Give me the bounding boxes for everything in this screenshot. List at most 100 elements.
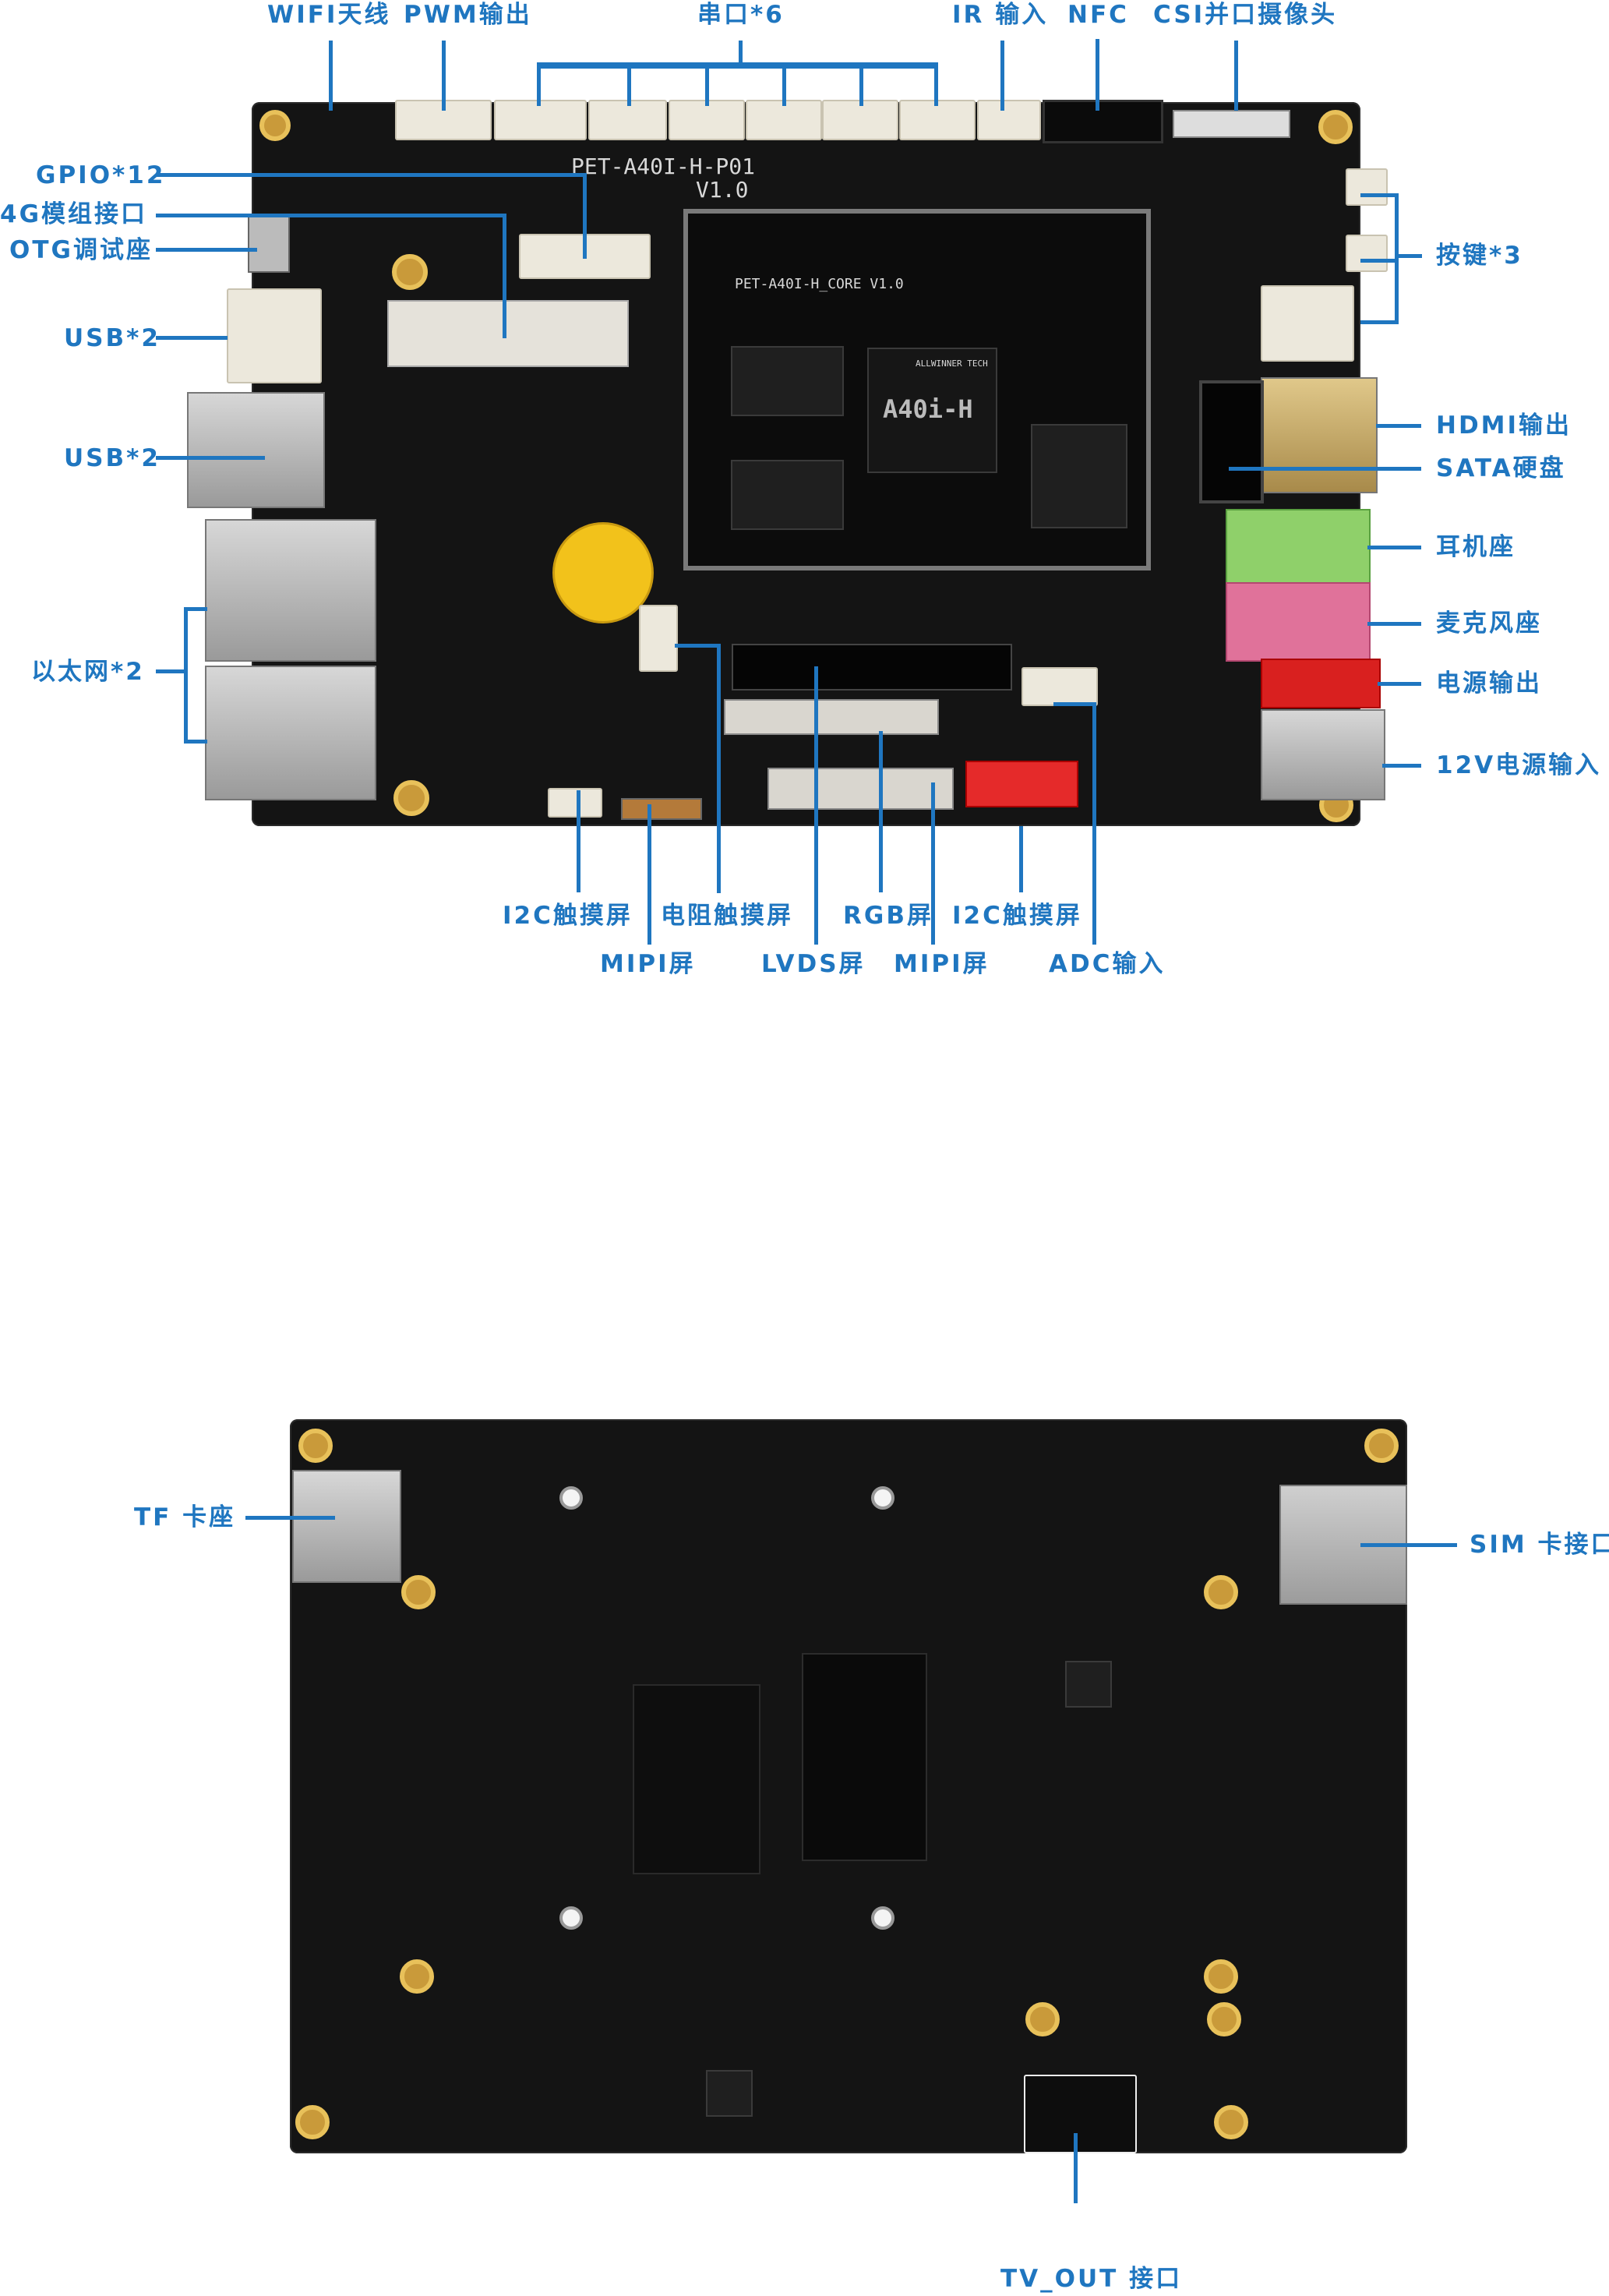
- emmc-chip: [1031, 424, 1127, 528]
- label-gpio: GPIO*12: [36, 161, 166, 189]
- leader-uart-drop: [934, 65, 938, 106]
- core-recess: [802, 1653, 927, 1861]
- usb-a-port: [187, 392, 325, 508]
- leader-mipi-2: [931, 782, 935, 945]
- mipi-fpc-connector: [621, 798, 702, 820]
- leader-sim: [1360, 1543, 1457, 1547]
- leader-tv-out: [1074, 2133, 1078, 2203]
- label-sata: SATA硬盘: [1436, 454, 1566, 482]
- back-pcb-board: [290, 1419, 1407, 2153]
- label-nfc: NFC: [1067, 1, 1129, 29]
- i2c-touch-connector-2: [965, 761, 1078, 807]
- leader-resistive-h: [675, 644, 721, 648]
- leader-lte: [156, 214, 506, 217]
- mount-hole: [259, 110, 291, 141]
- label-usb-1: USB*2: [64, 324, 161, 352]
- ethernet-port-1: [205, 519, 376, 662]
- ddr-chip-2: [731, 460, 844, 530]
- mount-hole: [1025, 2002, 1060, 2036]
- key-1: [1346, 168, 1388, 206]
- core-module: PET-A40I-H_CORE V1.0 ALLWINNER TECH A40i…: [683, 209, 1151, 570]
- label-lvds: LVDS屏: [761, 950, 866, 978]
- board-name-silkscreen: PET-A40I-H-P01: [571, 154, 756, 179]
- uart-connector-1: [494, 100, 587, 140]
- adc-connector: [1022, 667, 1098, 706]
- leader-headphone: [1367, 546, 1421, 549]
- uart-connector-2: [588, 100, 667, 140]
- tv-out-connector: [1024, 2075, 1137, 2153]
- ir-connector: [977, 100, 1041, 140]
- leader-lvds: [814, 666, 818, 945]
- leader-usb-2: [156, 456, 265, 460]
- leader-wifi: [329, 41, 333, 111]
- leader-i2c-touch-1: [577, 790, 580, 892]
- leader-key-1: [1360, 193, 1398, 197]
- sata-connector: [1199, 380, 1264, 503]
- key-3: [1261, 285, 1354, 362]
- headphone-jack: [1226, 509, 1371, 585]
- label-ethernet: 以太网*2: [31, 658, 145, 686]
- mount-hole: [400, 1959, 434, 1994]
- label-i2c-touch-1: I2C触摸屏: [503, 902, 633, 930]
- leader-gpio: [156, 173, 587, 177]
- leader-hdmi: [1376, 424, 1421, 428]
- label-power-out: 电源输出: [1436, 669, 1542, 698]
- label-rgb: RGB屏: [843, 902, 933, 930]
- mount-hole: [393, 780, 429, 816]
- label-keys: 按键*3: [1436, 242, 1523, 270]
- leader-resistive: [717, 644, 721, 893]
- leader-lte-drop: [503, 214, 506, 338]
- label-usb-2: USB*2: [64, 444, 161, 472]
- label-otg: OTG调试座: [9, 236, 153, 264]
- bracket-ethernet: [184, 607, 188, 744]
- label-mipi-1: MIPI屏: [600, 950, 696, 978]
- leader-uart-drop: [627, 65, 631, 106]
- leader-sata: [1229, 467, 1421, 471]
- ddr-chip-1: [731, 346, 844, 416]
- leader-ir: [1000, 41, 1004, 111]
- leader-nfc: [1096, 39, 1099, 111]
- standoff-hole: [871, 1486, 894, 1510]
- uart-connector-6: [899, 100, 976, 140]
- leader-uart: [739, 41, 743, 65]
- lte-module-socket: [387, 300, 629, 367]
- leader-csi: [1234, 41, 1238, 111]
- rgb-fpc-connector: [767, 768, 954, 810]
- label-csi: CSI并口摄像头: [1153, 1, 1338, 29]
- dc-power-jack: [1261, 709, 1385, 800]
- inductor: [706, 2070, 753, 2117]
- leader-power-out: [1378, 682, 1421, 686]
- label-wifi: WIFI天线: [267, 1, 391, 29]
- leader-ethernet: [156, 669, 187, 673]
- standoff-hole: [559, 1906, 583, 1930]
- mount-hole: [1318, 110, 1353, 144]
- label-tf: TF 卡座: [134, 1503, 236, 1531]
- leader-i2c-touch-2: [1019, 826, 1023, 892]
- pin-header: [732, 644, 1012, 691]
- leader-uart-drop: [782, 65, 786, 106]
- soc-name-silkscreen: A40i-H: [883, 394, 973, 424]
- power-out-connector: [1261, 659, 1381, 708]
- leader-pwm: [442, 41, 446, 111]
- mount-hole: [401, 1575, 436, 1609]
- mount-hole: [392, 254, 428, 290]
- label-tv-out: TV_OUT 接口: [1000, 2265, 1183, 2293]
- tf-card-slot: [292, 1470, 401, 1583]
- label-mipi-2: MIPI屏: [894, 950, 990, 978]
- leader-uart-drop: [859, 65, 863, 106]
- bracket-ethernet-bottom: [184, 740, 207, 744]
- leader-keys: [1395, 254, 1422, 258]
- leader-gpio-drop: [583, 173, 587, 259]
- soc-vendor-silkscreen: ALLWINNER TECH: [916, 359, 988, 369]
- label-mic: 麦克风座: [1436, 609, 1542, 638]
- front-pcb-board: PET-A40I-H-P01 V1.0 PET-A40I-H_CORE V1.0…: [187, 100, 1388, 826]
- inductor: [1065, 1661, 1112, 1708]
- leader-otg: [156, 248, 257, 252]
- resistive-touch-connector: [639, 605, 678, 672]
- standoff-hole: [871, 1906, 894, 1930]
- label-headphone: 耳机座: [1436, 533, 1515, 561]
- mount-hole: [1204, 1959, 1238, 1994]
- lvds-fpc-connector: [724, 699, 939, 735]
- rtc-battery: [552, 522, 654, 623]
- label-lte: 4G模组接口: [0, 200, 148, 228]
